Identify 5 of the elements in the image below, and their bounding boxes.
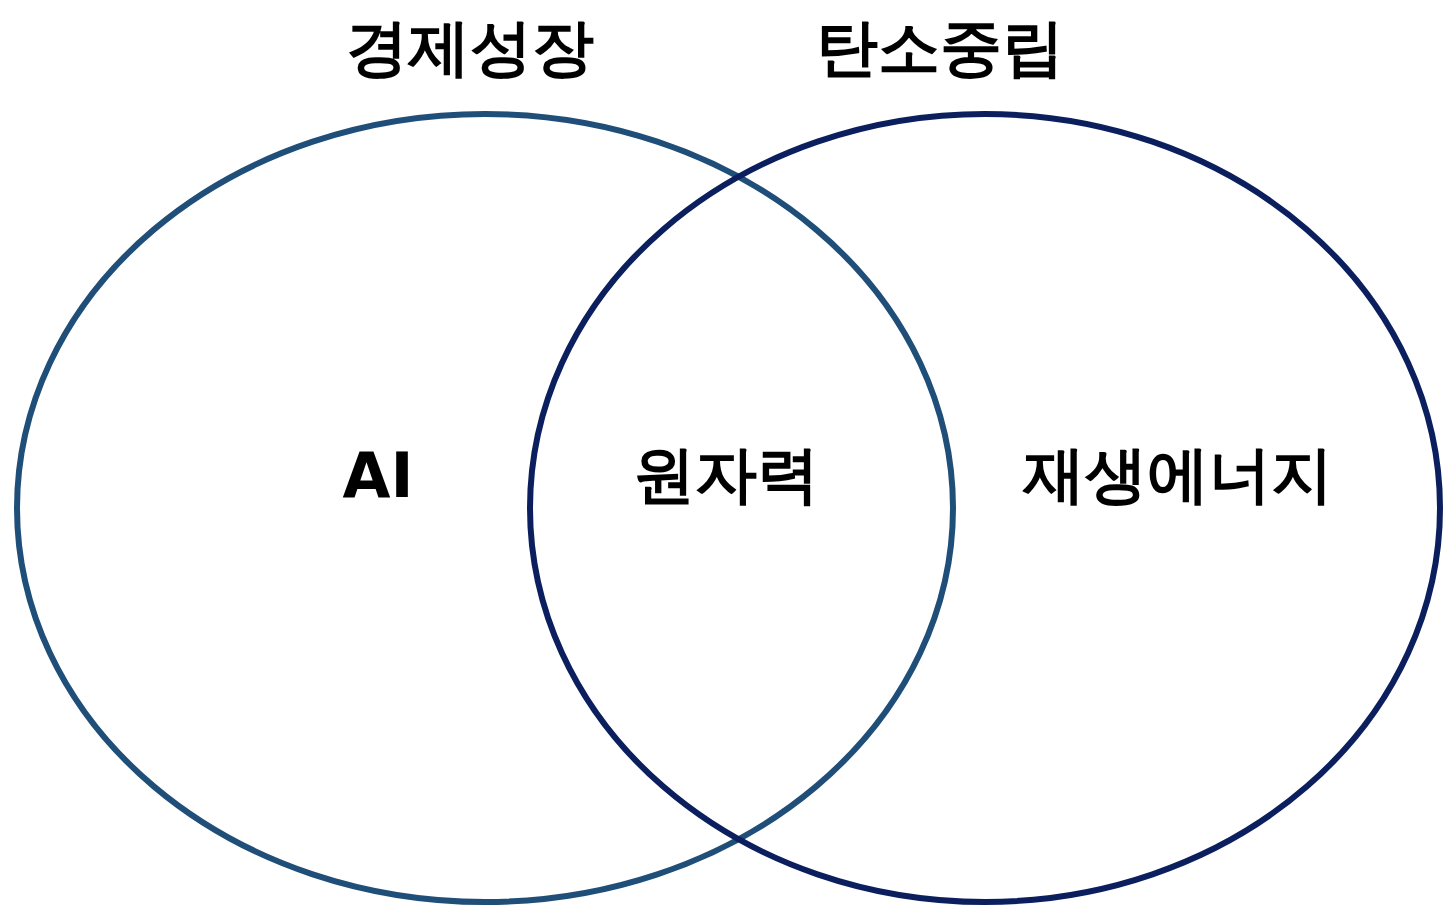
set-heading: 탄소중립: [815, 10, 1065, 86]
region-label: 재생에너지: [1023, 437, 1333, 513]
set-heading: 경제성장: [345, 10, 595, 86]
region-label: 원자력: [633, 437, 819, 513]
region-label: AI: [342, 438, 414, 512]
